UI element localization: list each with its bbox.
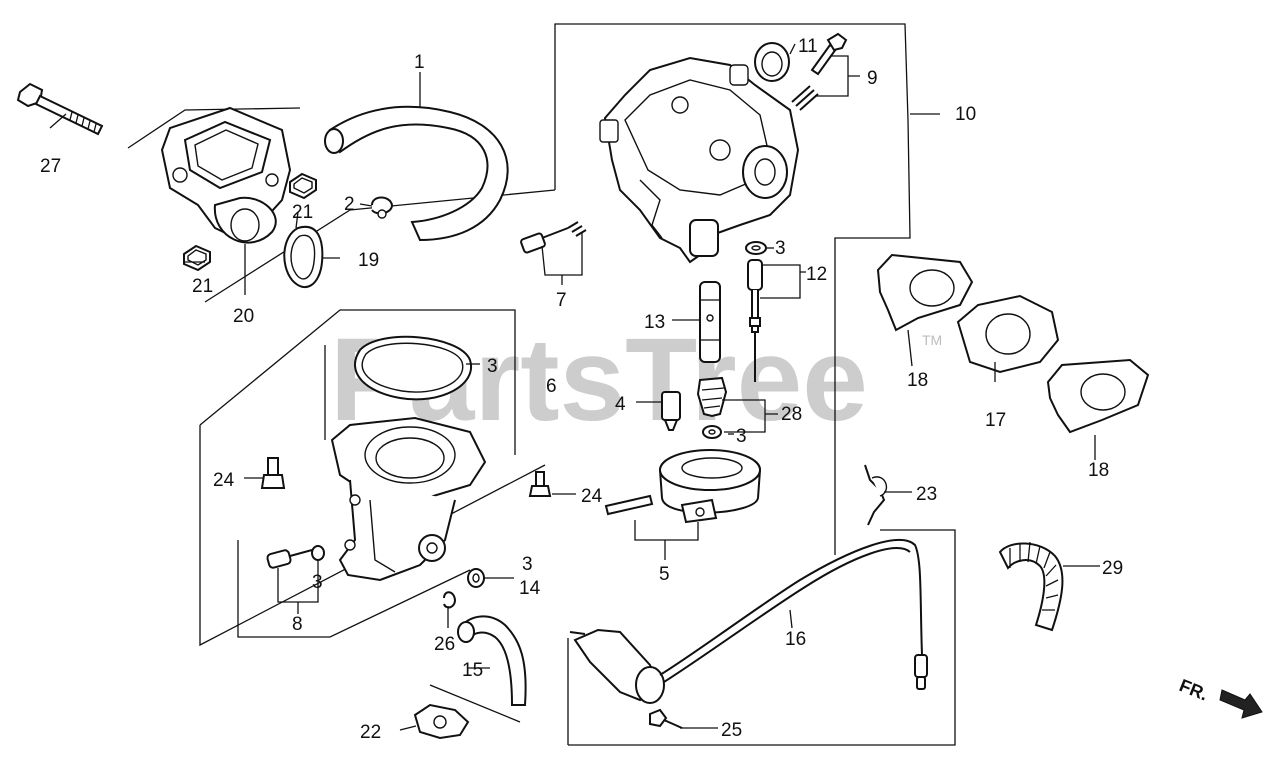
callout-3-washer-top: 3 [775,238,786,259]
callout-6: 6 [546,376,557,397]
callout-19: 19 [358,250,379,271]
group-boundaries [127,23,956,746]
screw-9 [810,32,848,76]
callout-3-drain: 3 [312,572,323,593]
bracket-22 [413,703,470,740]
callout-27: 27 [40,156,61,177]
callout-16: 16 [785,629,806,650]
nut-21-bottom [183,244,211,272]
callout-5: 5 [659,564,670,585]
callout-11: 11 [798,36,818,57]
callout-21-top: 21 [292,202,313,223]
float-valve-4 [661,391,681,431]
leader-lines [49,43,1100,731]
callout-3-washer-mid: 3 [736,426,747,447]
callout-12: 12 [806,264,827,285]
gasket-ring-3 [354,335,473,401]
screw-7 [520,221,587,254]
callout-3-gasket: 3 [487,356,498,377]
intake-manifold-20 [160,106,292,244]
callout-2: 2 [344,194,355,215]
pilot-screw-28 [696,376,728,418]
callout-26: 26 [434,634,455,655]
callout-3-washer-low: 3 [522,554,533,575]
front-arrow-icon [1219,689,1263,719]
bolt-27 [16,82,104,136]
callout-7: 7 [556,290,567,311]
callout-29: 29 [1102,558,1123,579]
callout-13: 13 [644,312,665,333]
callout-21-bottom: 21 [192,276,213,297]
needle-12 [747,259,763,382]
insulator-18-top [876,253,974,332]
callout-18-top: 18 [907,370,928,391]
gasket-19 [283,225,324,288]
washer-14 [467,568,485,588]
float-5 [658,449,762,524]
callout-4: 4 [615,394,626,415]
callout-23: 23 [916,484,937,505]
screw-24-left [260,457,286,489]
callout-24-left: 24 [213,470,235,491]
jet-13 [699,281,721,363]
screw-24-mid [528,471,552,497]
clip-23 [864,464,888,526]
front-label: FR. [1177,675,1211,704]
nut-21-top [289,172,317,200]
screw-25 [649,708,683,729]
carburetor-body-10 [599,56,800,264]
front-direction-marker: FR. [1177,675,1263,719]
callout-20: 20 [233,306,254,327]
callout-18-bottom: 18 [1088,460,1109,481]
spring-9 [791,85,819,111]
insulator-17 [956,294,1060,374]
hose-1 [324,105,509,242]
callout-8: 8 [292,614,303,635]
solenoid-16 [569,538,928,704]
callout-22: 22 [360,722,381,743]
callout-15: 15 [462,660,483,681]
drain-screw-8 [266,549,313,569]
washer-3-mid [702,425,722,439]
watermark-trademark: TM [922,332,942,348]
clip-26 [443,591,457,609]
hose-29 [998,541,1064,632]
callout-24-mid: 24 [581,486,603,507]
float-chamber-6 [330,416,487,582]
washer-3-top [745,241,767,255]
clip-2 [371,196,394,219]
insulator-18-bottom [1046,358,1150,434]
hose-15 [457,615,527,706]
callout-17: 17 [985,410,1006,431]
callout-14: 14 [519,578,541,599]
callout-labels: 1 2 3 3 3 3 3 4 5 6 7 8 9 10 11 12 13 14… [40,36,1123,743]
callout-9: 9 [867,68,878,89]
callout-25: 25 [721,720,742,741]
ring-11 [754,42,790,82]
float-pin-5 [604,494,654,516]
washer-3-low [311,545,325,561]
callout-1: 1 [414,52,425,73]
callout-28: 28 [781,404,802,425]
callout-10: 10 [955,104,976,125]
